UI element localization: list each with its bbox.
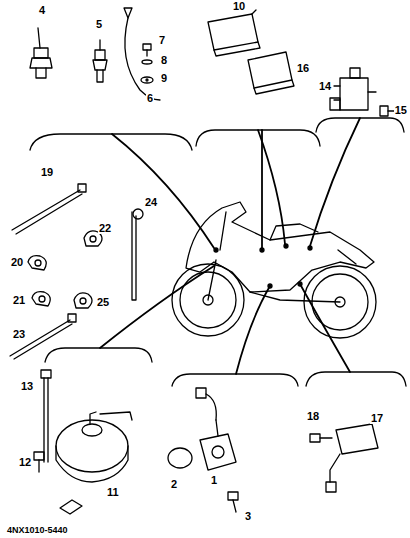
ignition-coil — [330, 68, 376, 110]
horn — [56, 412, 132, 514]
callout-number: 17 — [370, 412, 384, 424]
bolt — [34, 452, 44, 472]
group-bracket — [45, 348, 152, 362]
group-bracket — [30, 134, 192, 150]
callout-number: 15 — [394, 104, 408, 116]
callout-number: 19 — [40, 166, 54, 178]
sensor — [310, 424, 378, 492]
callout-number: 12 — [18, 456, 32, 468]
callout-number: 5 — [95, 18, 103, 30]
callout-number: 25 — [96, 296, 110, 308]
callout-number: 11 — [106, 486, 120, 498]
callout-number: 8 — [160, 54, 168, 66]
callout-number: 21 — [12, 294, 26, 306]
callout-number: 9 — [160, 72, 168, 84]
relay — [208, 10, 260, 56]
callout-number: 16 — [296, 62, 310, 74]
callout-number: 13 — [20, 380, 34, 392]
callout-number: 6 — [146, 92, 154, 104]
callout-number: 3 — [244, 510, 252, 522]
leader-lines — [100, 118, 360, 374]
callout-number: 24 — [144, 196, 158, 208]
relay — [248, 52, 294, 94]
callout-number: 18 — [306, 410, 320, 422]
callout-number: 4 — [38, 4, 46, 16]
clamp — [132, 209, 143, 300]
clip — [28, 231, 102, 308]
cable-tie — [10, 314, 76, 359]
sender-unit — [93, 40, 107, 82]
group-bracket — [316, 118, 404, 132]
neutral-switch — [30, 28, 52, 78]
cable-tie — [12, 184, 86, 234]
callout-number: 1 — [210, 474, 218, 486]
motorcycle — [172, 202, 376, 338]
callout-number: 10 — [232, 0, 246, 12]
callout-number: 22 — [98, 222, 112, 234]
callout-number: 23 — [12, 328, 26, 340]
callout-number: 7 — [158, 34, 166, 46]
group-bracket — [306, 372, 406, 386]
callout-number: 2 — [170, 478, 178, 490]
callout-number: 20 — [10, 256, 24, 268]
group-bracket — [172, 374, 298, 386]
lead-wire — [124, 8, 160, 100]
drawing-code: 4NX1010-5440 — [6, 524, 69, 536]
cable-tie — [41, 370, 51, 462]
callout-number: 14 — [318, 80, 332, 92]
switch — [168, 388, 238, 512]
